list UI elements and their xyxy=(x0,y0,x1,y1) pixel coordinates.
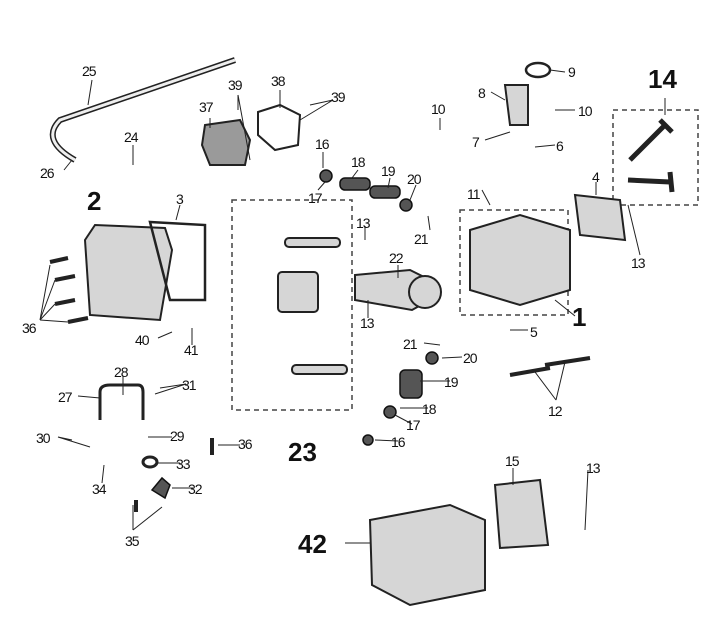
callout-8: 8 xyxy=(478,85,486,101)
callout-11: 11 xyxy=(467,186,481,202)
valve-dashed-box xyxy=(612,109,699,206)
valve-intake xyxy=(628,118,674,162)
callout-20: 20 xyxy=(407,171,422,187)
spring-19 xyxy=(369,185,401,199)
callout-16: 16 xyxy=(391,434,406,450)
callout-13: 13 xyxy=(631,255,646,271)
stud-bolt-12a xyxy=(509,366,551,377)
callout-42: 42 xyxy=(298,529,327,559)
rocker-shaft-b xyxy=(291,364,348,375)
callout-35: 35 xyxy=(125,533,140,549)
callout-7: 7 xyxy=(472,134,480,150)
callout-14: 14 xyxy=(648,64,677,94)
callout-15: 15 xyxy=(505,453,520,469)
callout-20: 20 xyxy=(463,350,478,366)
callout-19: 19 xyxy=(381,163,396,179)
callout-31: 31 xyxy=(182,377,197,393)
cylinder xyxy=(368,503,486,607)
callout-27: 27 xyxy=(58,389,73,405)
washer-20b xyxy=(425,351,439,365)
callout-4: 4 xyxy=(592,169,600,185)
cylinder-head-cover xyxy=(83,223,174,322)
part-33 xyxy=(141,455,159,469)
callout-1: 1 xyxy=(572,302,586,332)
callout-21: 21 xyxy=(414,231,429,247)
callout-13: 13 xyxy=(586,460,601,476)
callout-6: 6 xyxy=(556,138,564,154)
callout-18: 18 xyxy=(422,401,437,417)
intake-manifold xyxy=(503,84,529,126)
head-dashed-box xyxy=(459,209,569,316)
callout-41: 41 xyxy=(184,342,199,358)
callout-13: 13 xyxy=(356,215,371,231)
callout-16: 16 xyxy=(315,136,330,152)
callout-17: 17 xyxy=(406,417,421,433)
callout-25: 25 xyxy=(82,63,97,79)
callout-34: 34 xyxy=(92,481,107,497)
rocker-dashed-box xyxy=(231,199,353,411)
tensioner-32 xyxy=(150,476,171,500)
callout-10: 10 xyxy=(578,103,593,119)
valve-exhaust xyxy=(627,171,675,193)
callout-38: 38 xyxy=(271,73,286,89)
callout-9: 9 xyxy=(568,64,576,80)
callout-29: 29 xyxy=(170,428,185,444)
callout-2: 2 xyxy=(87,186,101,216)
callout-10: 10 xyxy=(431,101,446,117)
callout-17: 17 xyxy=(308,190,323,206)
cover-gasket xyxy=(148,220,207,302)
rocker-holder xyxy=(277,271,319,313)
callout-5: 5 xyxy=(530,324,538,340)
o-ring-9 xyxy=(524,61,552,79)
bolts-36 xyxy=(49,256,214,512)
rocker-shaft-a xyxy=(284,237,341,248)
cylinder-head xyxy=(469,213,571,307)
callout-21: 21 xyxy=(403,336,418,352)
spring-18 xyxy=(339,177,371,191)
cam-sprocket xyxy=(408,275,442,309)
bracket-27 xyxy=(98,383,145,420)
callout-labels: 25 26 24 2 3 36 40 41 37 38 39 39 16 18 … xyxy=(22,63,677,559)
callout-33: 33 xyxy=(176,456,191,472)
gasket-15 xyxy=(493,478,550,550)
callout-13: 13 xyxy=(360,315,375,331)
callout-23: 23 xyxy=(288,437,317,467)
seat-17 xyxy=(319,169,333,183)
callout-22: 22 xyxy=(389,250,404,266)
callout-39: 39 xyxy=(228,77,243,93)
callout-18: 18 xyxy=(351,154,366,170)
callout-3: 3 xyxy=(176,191,184,207)
callout-36: 36 xyxy=(22,320,37,336)
callout-30: 30 xyxy=(36,430,51,446)
retainer-20 xyxy=(399,198,413,212)
spring-19b xyxy=(399,369,423,399)
seat-17b xyxy=(383,405,397,419)
callout-26: 26 xyxy=(40,165,55,181)
callout-28: 28 xyxy=(114,364,129,380)
callout-32: 32 xyxy=(188,481,203,497)
callout-12: 12 xyxy=(548,403,563,419)
leader-lines xyxy=(39,69,666,544)
cotter-16b xyxy=(362,434,374,446)
side-cover xyxy=(200,118,252,166)
stud-bolt-12b xyxy=(544,356,591,367)
callout-24: 24 xyxy=(124,129,139,145)
callout-39: 39 xyxy=(331,89,346,105)
parts xyxy=(49,57,699,607)
gasket-4 xyxy=(573,193,627,242)
callout-19: 19 xyxy=(444,374,459,390)
callout-37: 37 xyxy=(199,99,214,115)
callout-40: 40 xyxy=(135,332,150,348)
cover-gasket-38 xyxy=(257,103,302,152)
callout-36: 36 xyxy=(238,436,253,452)
